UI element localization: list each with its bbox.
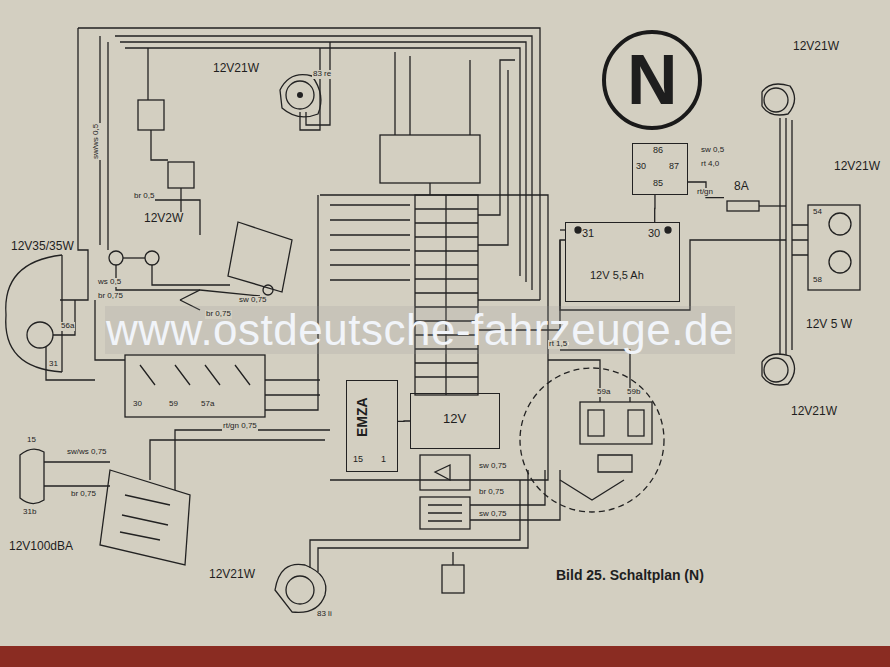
wire-label: 15 <box>26 436 37 445</box>
wire-label: 54 <box>812 208 823 217</box>
wire-connector <box>654 195 656 222</box>
ignition-unit-box: EMZA 15 1 <box>346 380 398 472</box>
lamp-rating: 12V21W <box>212 62 260 75</box>
table-edge <box>0 646 890 667</box>
terminal-label: EMZA <box>355 397 370 437</box>
terminal-label: 12V <box>443 412 466 426</box>
wire-label: ws 0,5 <box>97 278 122 287</box>
wire-label: 59a <box>596 388 611 397</box>
wire-label: rt/gn 0,75 <box>222 422 258 431</box>
lamp-rating: 12V21W <box>790 405 838 418</box>
terminal-label: 85 <box>653 179 663 189</box>
mode-circle: N <box>602 30 702 130</box>
wire-label: sw 0,75 <box>238 296 268 305</box>
lamp-rating: 12V21W <box>833 160 881 173</box>
lamp-rating: 12V2W <box>143 212 184 225</box>
relay-box: 86 30 87 85 <box>632 143 688 195</box>
wire-label: sw 0,75 <box>478 462 508 471</box>
regulator-box: 12V <box>410 393 500 449</box>
terminal-label: 12V 5,5 Ah <box>590 269 644 281</box>
lamp-rating: 12V21W <box>792 40 840 53</box>
lamp-rating: 12V100dBA <box>8 540 74 553</box>
wire-label: 83 re <box>312 70 332 79</box>
mode-letter: N <box>627 42 678 119</box>
wire-label: 30 <box>132 400 143 409</box>
terminal-label: 15 <box>353 455 363 465</box>
wire-label: sw/ws 0,5 <box>92 123 101 160</box>
figure-caption: Bild 25. Schaltplan (N) <box>555 568 705 583</box>
lamp-rating: 12V21W <box>208 568 256 581</box>
lamp-bulbs <box>297 92 303 98</box>
lamp-rating: 12V 5 W <box>805 318 853 331</box>
wire-label: br 0,5 <box>133 192 155 201</box>
terminal-label: 8A <box>734 180 749 193</box>
wire-label: sw/ws 0,75 <box>66 448 108 457</box>
terminal-label: 30 <box>648 227 660 239</box>
fuse-label: 8A <box>724 176 764 200</box>
terminal-label: 87 <box>669 162 679 172</box>
wire-label: sw 0,75 <box>478 510 508 519</box>
wire-label: rt/gn <box>696 188 714 197</box>
battery-box: 31 30 12V 5,5 Ah <box>565 222 680 302</box>
wire-label: 59b <box>626 388 641 397</box>
wire-label: 58 <box>812 276 823 285</box>
wire-harness <box>6 28 860 612</box>
wire-label: 31 <box>48 360 59 369</box>
wire-label: rt 4,0 <box>700 160 720 169</box>
terminal-label: 31 <box>582 227 594 239</box>
watermark: www.ostdeutsche-fahrzeuge.de <box>105 306 735 354</box>
terminal-label: 86 <box>653 146 663 156</box>
wire-label: 56a <box>60 322 75 331</box>
top-lamp <box>280 75 321 117</box>
wire-label: sw 0,5 <box>700 146 725 155</box>
wire-connector <box>398 420 410 422</box>
wire-label: 57a <box>200 400 215 409</box>
wire-label: rt 1,5 <box>548 340 568 349</box>
wire-label: 83 li <box>316 610 333 619</box>
terminal-label: 30 <box>636 162 646 172</box>
wire-label: 31b <box>22 508 37 517</box>
wire-label: 59 <box>168 400 179 409</box>
terminal-label: 1 <box>381 455 386 465</box>
wire-connector <box>688 182 724 198</box>
wire-label: br 0,75 <box>205 310 232 319</box>
wire-label: br 0,75 <box>97 292 124 301</box>
lamp-rating: 12V35/35W <box>10 240 75 253</box>
wire-label: br 0,75 <box>70 490 97 499</box>
wire-label: br 0,75 <box>478 488 505 497</box>
